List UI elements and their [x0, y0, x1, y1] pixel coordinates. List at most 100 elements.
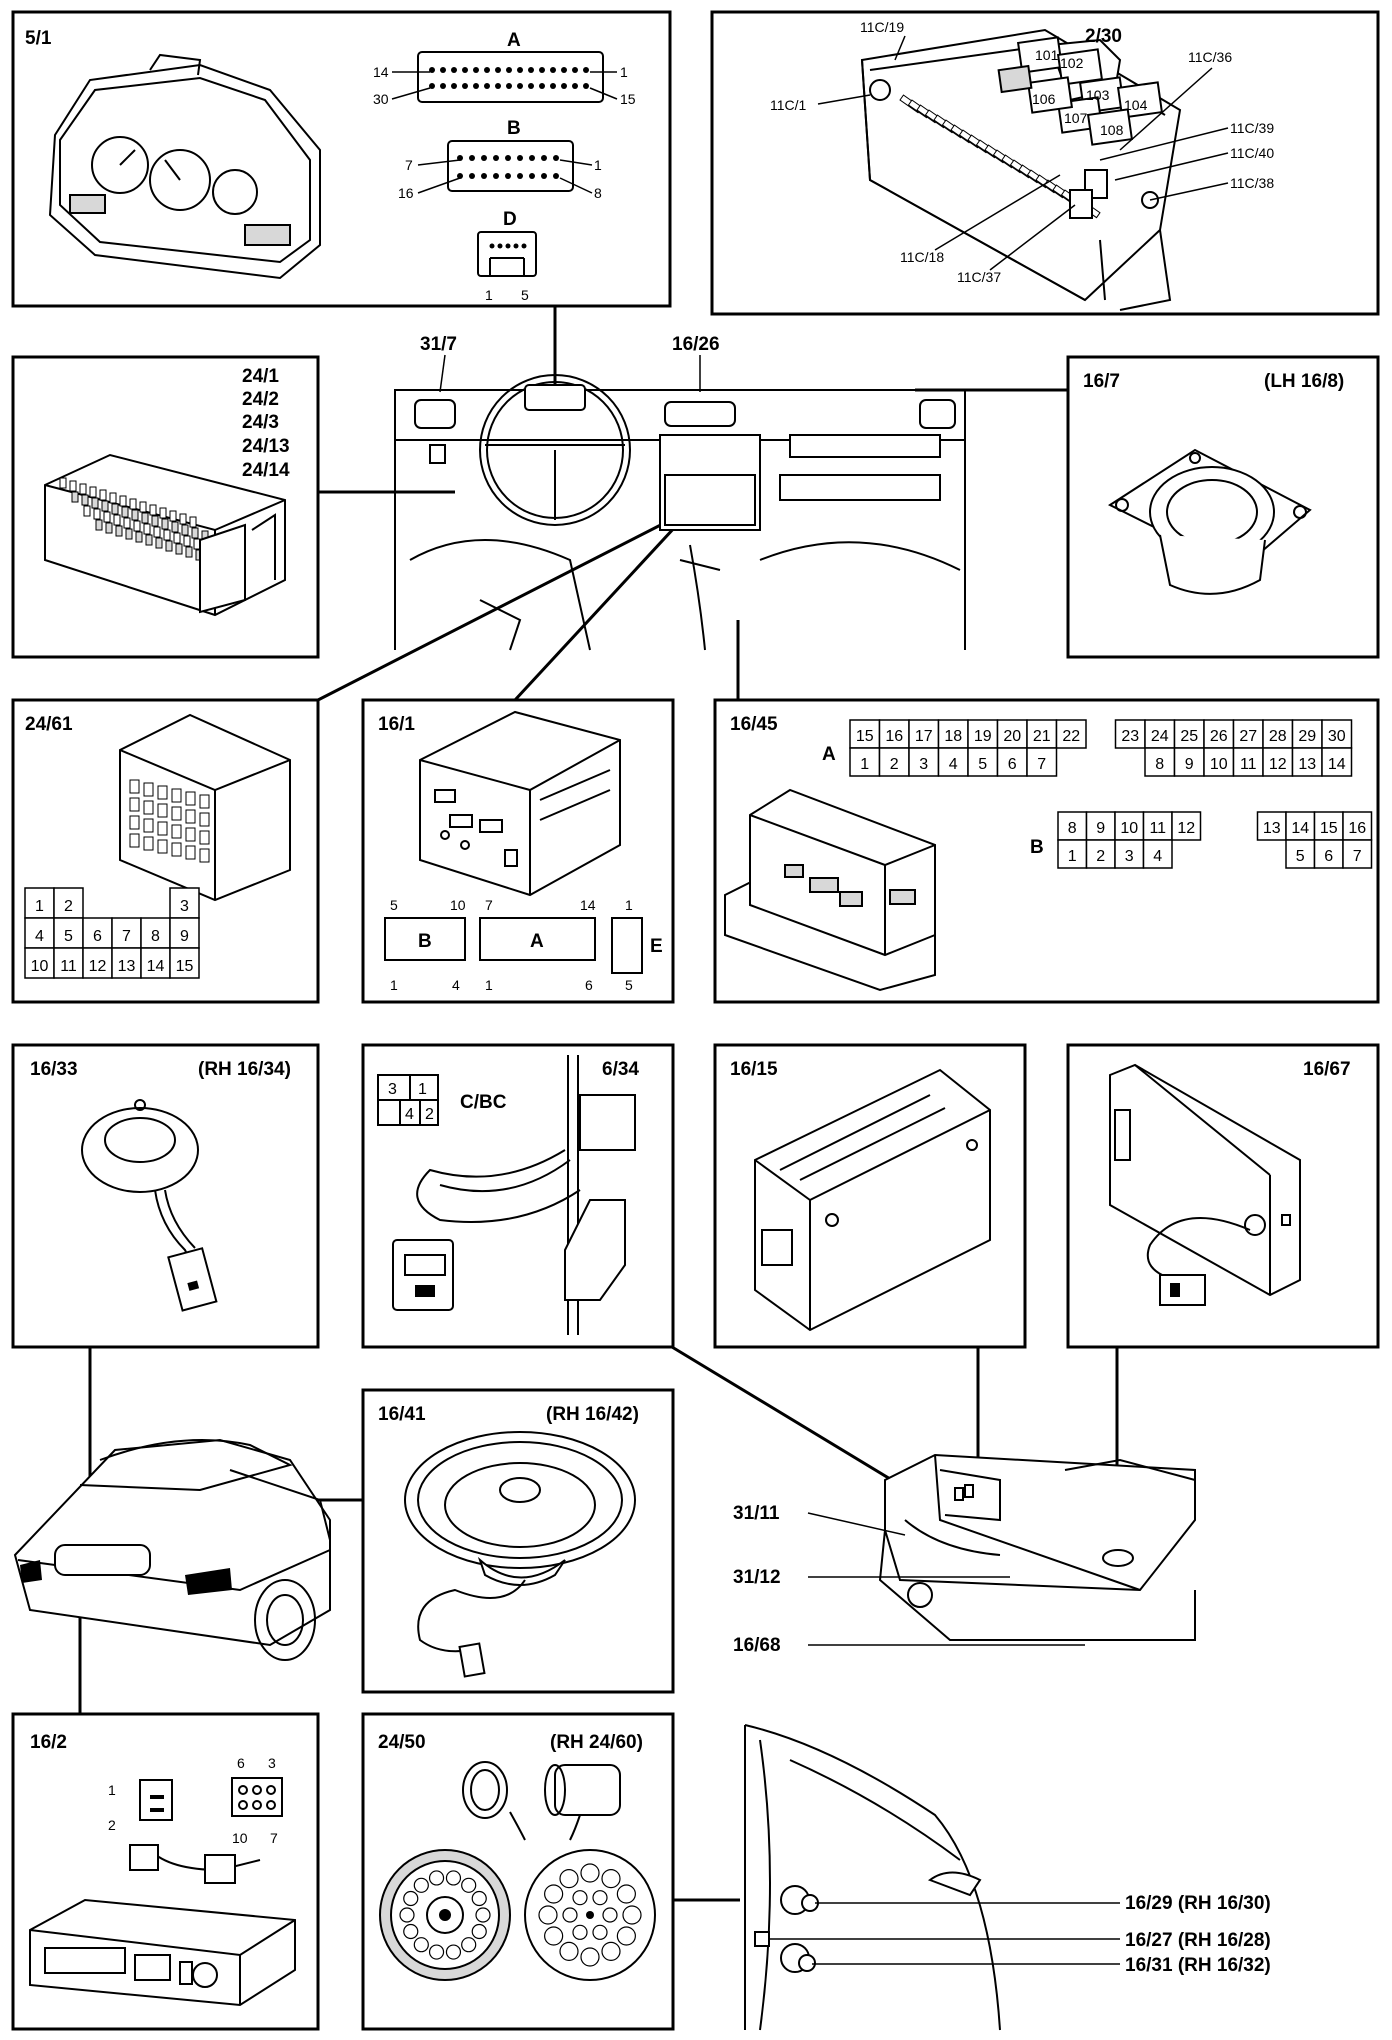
- svg-text:(RH 16/34): (RH 16/34): [198, 1059, 291, 1080]
- svg-text:5: 5: [390, 897, 398, 913]
- panel-2-30: 2/30 101 102 106 103 104 107 108 11C/19 …: [710, 10, 1380, 316]
- svg-text:31/12: 31/12: [733, 1567, 781, 1588]
- svg-text:24/3: 24/3: [242, 412, 279, 433]
- connector-pin: [583, 83, 589, 89]
- plug-pin: [592, 1924, 608, 1940]
- socket-pin: [428, 1944, 445, 1960]
- connector-pin: [473, 83, 479, 89]
- connector-e-16-1: 1 E 5: [611, 897, 663, 993]
- fuse-slot: [189, 516, 197, 528]
- pin-cell: [140, 947, 171, 979]
- panel-5-1: 5/1 A 14 30 1 15 B: [11, 10, 672, 308]
- fuse-slot: [91, 497, 99, 509]
- fuse-slot: [139, 501, 147, 513]
- pin-number: 15: [856, 728, 874, 745]
- car-rear-view-drawing: [13, 1438, 331, 1661]
- svg-text:B: B: [507, 118, 521, 139]
- plug-pin: [622, 1905, 642, 1925]
- svg-text:11C/18: 11C/18: [900, 249, 944, 265]
- pin-cell: [849, 747, 881, 777]
- svg-text:11C/40: 11C/40: [1230, 145, 1274, 161]
- fuse-slot: [79, 483, 87, 495]
- plug-pin: [602, 1907, 618, 1923]
- terminal-slot: [129, 797, 140, 812]
- connector-16-2-large: 6 3 10 7: [231, 1755, 283, 1846]
- pin-number: 29: [1298, 728, 1316, 745]
- terminal-slot: [129, 833, 140, 848]
- terminal-slot: [157, 821, 168, 836]
- terminal-slot: [143, 800, 154, 815]
- svg-text:5: 5: [521, 287, 529, 303]
- pin-number: 3: [1125, 848, 1134, 865]
- pin-cell: [1144, 747, 1176, 777]
- socket-pin: [403, 1890, 419, 1907]
- pin-number: 15: [1320, 820, 1338, 837]
- svg-text:E: E: [650, 936, 663, 957]
- pin-cell: [1026, 747, 1058, 777]
- fuse-slot: [129, 498, 137, 510]
- callout-labels: 11C/19 11C/1 11C/36 11C/39 11C/40 11C/38…: [770, 19, 1274, 285]
- cd-changer-drawing: [754, 1068, 991, 1332]
- plug-pin: [562, 1907, 578, 1923]
- connector-pin: [529, 155, 535, 161]
- pin-cell: [1203, 747, 1235, 777]
- svg-text:1: 1: [485, 977, 493, 993]
- fuse-slot: [161, 518, 169, 530]
- pin-cell: [111, 947, 142, 979]
- pin-number: 13: [118, 958, 136, 975]
- svg-text:10: 10: [232, 1830, 248, 1846]
- connector-24-61-drawing: [119, 713, 291, 902]
- svg-text:1: 1: [108, 1782, 116, 1798]
- connector-pin: [462, 67, 468, 73]
- terminal-slot: [129, 779, 140, 794]
- fuse-slot: [153, 526, 161, 538]
- fuse-slot: [173, 532, 181, 544]
- socket-pin: [471, 1890, 487, 1907]
- fuse-slot: [131, 509, 139, 521]
- svg-text:102: 102: [1060, 55, 1084, 71]
- pin-number: 4: [1153, 848, 1162, 865]
- plug-pin: [601, 1869, 621, 1889]
- terminal-slot: [143, 818, 154, 833]
- pin-cell: [1262, 719, 1294, 749]
- connector-pin: [440, 83, 446, 89]
- terminal-slot: [199, 830, 210, 845]
- fuse-slot: [113, 514, 121, 526]
- svg-text:1: 1: [485, 287, 493, 303]
- plug-pin: [580, 1863, 600, 1883]
- pin-number: 18: [944, 728, 962, 745]
- svg-text:1: 1: [620, 64, 628, 80]
- fuse-slot: [95, 519, 103, 531]
- pin-number: 11: [60, 958, 77, 975]
- fuse-slot: [121, 506, 129, 518]
- terminal-slot: [199, 794, 210, 809]
- socket-pin: [403, 1923, 419, 1940]
- connector-pin: [517, 83, 523, 89]
- connector-pin: [469, 173, 475, 179]
- pin-cell: [1114, 839, 1145, 869]
- fuse-slot: [169, 510, 177, 522]
- panel-16-33: 16/33 (RH 16/34): [11, 1043, 320, 1349]
- panel-16-67: 16/67: [1066, 1043, 1380, 1349]
- panel-id-label: 16/45: [730, 714, 778, 735]
- plug-pin: [572, 1890, 588, 1906]
- fuse-slot: [191, 527, 199, 539]
- svg-text:1: 1: [594, 157, 602, 173]
- pin-cell: [1321, 719, 1353, 749]
- fuse-slot: [143, 523, 151, 535]
- connector-pin: [561, 83, 567, 89]
- plug-pin: [601, 1941, 621, 1961]
- pin-number: 8: [1155, 756, 1164, 773]
- pin-cell: [1203, 719, 1235, 749]
- connector-d: D 1 5: [477, 209, 537, 303]
- pin-number: 3: [919, 756, 928, 773]
- panel-id-label: 16/15: [730, 1059, 778, 1080]
- pin-number: 4: [949, 756, 958, 773]
- svg-text:4: 4: [452, 977, 460, 993]
- fuse-box-list: 24/1 24/2 24/3 24/13 24/14: [242, 366, 290, 481]
- pin-number: 19: [974, 728, 992, 745]
- svg-text:1: 1: [390, 977, 398, 993]
- pin-number: 5: [978, 756, 987, 773]
